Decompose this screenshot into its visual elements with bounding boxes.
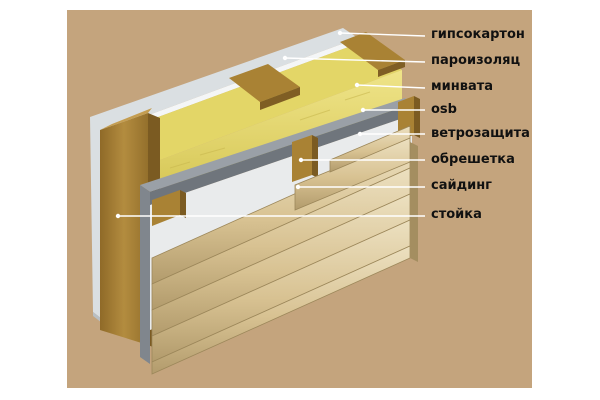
label-siding: сайдинг (431, 178, 492, 193)
vapor-barrier-layer (108, 38, 362, 134)
label-gypsum-board: гипсокартон (431, 27, 525, 42)
osb-front-edge (150, 104, 412, 205)
top-stud-middle-side (260, 87, 300, 110)
osb-left-edge (140, 185, 150, 364)
batten-right-side (414, 96, 420, 138)
wool-texture (169, 91, 371, 179)
leader-dots (115, 30, 366, 219)
batten-left (152, 190, 180, 226)
leader-gypsum (339, 32, 426, 37)
stud-top (100, 108, 152, 130)
label-wind-barrier: ветрозащита (431, 126, 530, 141)
label-stud: стойка (431, 207, 482, 222)
mineral-wool-top (112, 42, 402, 163)
label-mineral-wool: минвата (431, 79, 494, 94)
leader-lines (118, 32, 426, 217)
label-vapor-barrier: пароизоляц (431, 53, 521, 68)
label-battens: обрешетка (431, 152, 515, 167)
mineral-wool-front (152, 70, 402, 190)
batten-middle-side (312, 135, 318, 178)
top-stud-right-side (378, 60, 405, 77)
siding-boards (151, 141, 418, 375)
stud-post (100, 113, 148, 345)
label-osb: osb (431, 102, 457, 117)
osb-top-edge (140, 98, 412, 192)
gypsum-board-layer (90, 28, 358, 325)
batten-left-side (180, 190, 186, 218)
leader-vapor (284, 57, 426, 63)
top-stud-middle (229, 64, 300, 102)
leader-minwool (356, 84, 426, 89)
